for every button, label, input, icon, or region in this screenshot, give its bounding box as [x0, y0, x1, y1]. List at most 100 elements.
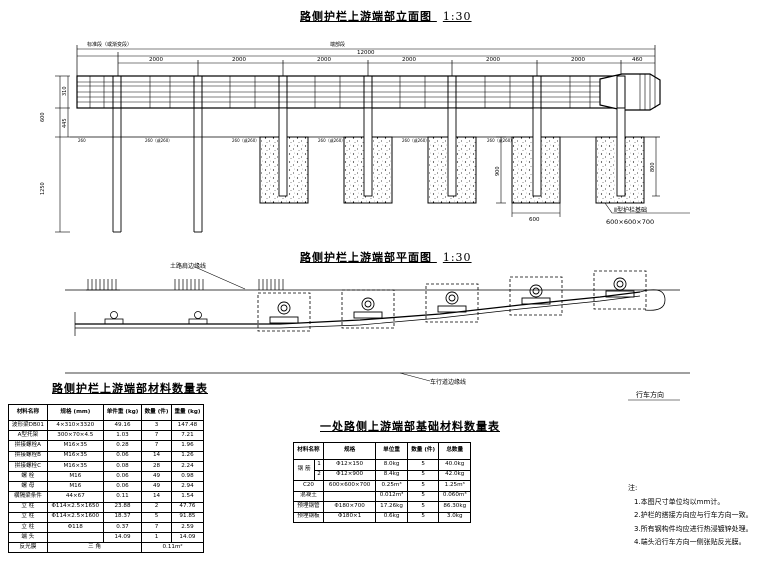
- table1-cell: 螺 栓: [8, 470, 48, 483]
- table1-cell: 49: [141, 470, 172, 483]
- table1-cell: 0.06: [102, 450, 143, 462]
- table2-cell: 8.0kg: [375, 459, 408, 471]
- direction-label: 行车方向: [636, 390, 664, 399]
- post-label: 260（或260）: [402, 137, 429, 143]
- table1-cell: Φ114×2.5×1650: [46, 501, 104, 513]
- table2-title: 一处路侧上游端部基础材料数量表: [320, 420, 500, 433]
- table1-cell: 反光膜: [8, 542, 48, 554]
- table2-cell: 1: [314, 459, 324, 471]
- dim-445: 445: [62, 118, 68, 128]
- table2-cell: 0.25m³: [375, 480, 408, 492]
- elevation-view: [55, 45, 690, 233]
- table1-cell: 1.96: [170, 440, 205, 452]
- table1-cell: 7: [141, 521, 172, 534]
- table1-cell: 0.28: [102, 440, 143, 452]
- table1-cell: Φ114×2.5×1600: [46, 511, 104, 523]
- table1-cell: 49.16: [102, 419, 143, 432]
- table1-header: 数量 (件): [141, 404, 172, 421]
- post-labels: 260 260（或260） 260（或260） 260（或260） 260（或2…: [78, 137, 514, 143]
- table2-cell: 5: [406, 490, 440, 502]
- table2-cell: 42.0kg: [438, 469, 471, 481]
- table2-cell: 3.0kg: [438, 511, 471, 523]
- table1-cell: 14.09: [102, 532, 143, 544]
- table2-cell: 5: [406, 511, 440, 523]
- table1-cell: M16: [46, 470, 104, 483]
- table2-cell: 86.30kg: [438, 501, 471, 513]
- table1-cell: 立 柱: [8, 521, 48, 534]
- table2-cell: 0.012m³: [375, 490, 408, 502]
- table1-header: 规格 (mm): [46, 404, 104, 421]
- table1-cell: [46, 532, 104, 544]
- table1-cell: 4×310×3320: [46, 419, 104, 432]
- table1-cell: 3: [141, 419, 172, 432]
- table2-cell: 5: [406, 469, 440, 481]
- table1-cell: 0.11: [102, 491, 143, 503]
- dim-1250: 1250: [40, 182, 46, 195]
- span-dim: 2000: [402, 57, 416, 63]
- span-dim: 2000: [232, 57, 246, 63]
- earth-shoulder-label: 土路肩边缘线: [170, 262, 206, 270]
- table2-cell: 预埋钢管: [293, 501, 324, 513]
- note-item: 3.所有钢构件均应进行热浸镀锌处理。: [634, 524, 753, 533]
- table1-cell: 7.21: [170, 430, 205, 442]
- table1-material-quantities: 材料名称 规格 (mm) 单件重 (kg) 数量 (件) 重量 (kg) 波形梁…: [8, 404, 205, 554]
- table1-cell: 拼接螺栓A: [8, 440, 48, 452]
- table2-header: 材料名称: [293, 442, 324, 460]
- dim-total-length: 12000: [357, 50, 375, 56]
- notes-heading: 注:: [628, 484, 638, 492]
- table1-cell: M16×35: [46, 450, 104, 462]
- footing-note: Ⅱ型护栏基础: [614, 206, 647, 214]
- span-dim: 2000: [486, 57, 500, 63]
- post-label: 260（或260）: [318, 137, 345, 143]
- post-label: 260（或260）: [145, 137, 172, 143]
- table2-cell: Φ180×700: [322, 501, 377, 513]
- table2-cell: 混凝土: [293, 490, 324, 502]
- elevation-scale: 1:30: [442, 10, 472, 23]
- dim-600: 600: [40, 112, 46, 122]
- table1-cell: 0.06: [102, 481, 143, 493]
- table1-cell: Φ118: [46, 521, 104, 534]
- table2-cell: 5: [406, 501, 440, 513]
- table1-cell: 1.26: [170, 450, 205, 462]
- table1-cell: 91.85: [170, 511, 205, 523]
- table1-cell: 0.37: [102, 521, 143, 534]
- table2-cell: 40.0kg: [438, 459, 471, 471]
- lane-edge-label: 车行道边缘线: [430, 378, 466, 386]
- table1-cell: 300×70×4.5: [46, 430, 104, 442]
- table2-header: 单位重: [375, 442, 408, 460]
- table1-cell: M16×35: [46, 460, 104, 472]
- note-item: 2.护栏的搭接方向应与行车方向一致。: [634, 511, 753, 519]
- notes-block: 注: 1.本图尺寸单位均以mm计。 2.护栏的搭接方向应与行车方向一致。 3.所…: [628, 482, 753, 550]
- span-dim: 2000: [571, 57, 585, 63]
- table1-cell: 螺 母: [8, 481, 48, 493]
- table2-cell: Φ180×1: [322, 511, 377, 523]
- table2-cell: 预埋钢板: [293, 511, 324, 523]
- dim-800: 800: [650, 162, 656, 172]
- table1-cell: 1.54: [170, 491, 205, 503]
- table1-cell: 1.03: [102, 430, 143, 442]
- table1-cell: 拼接螺栓C: [8, 460, 48, 472]
- table1-cell: A型托架: [8, 430, 48, 442]
- table2-cell: 5: [406, 480, 440, 492]
- dim-310: 310: [62, 86, 68, 96]
- table1-cell: M16×35: [46, 440, 104, 452]
- table1-cell: 5: [141, 511, 172, 523]
- plan-scale: 1:30: [442, 251, 472, 264]
- table2-cell: 8.4kg: [375, 469, 408, 481]
- table2-header: 数量 (件): [406, 442, 440, 460]
- span-dim: 460: [632, 57, 643, 63]
- plan-view: [65, 266, 690, 382]
